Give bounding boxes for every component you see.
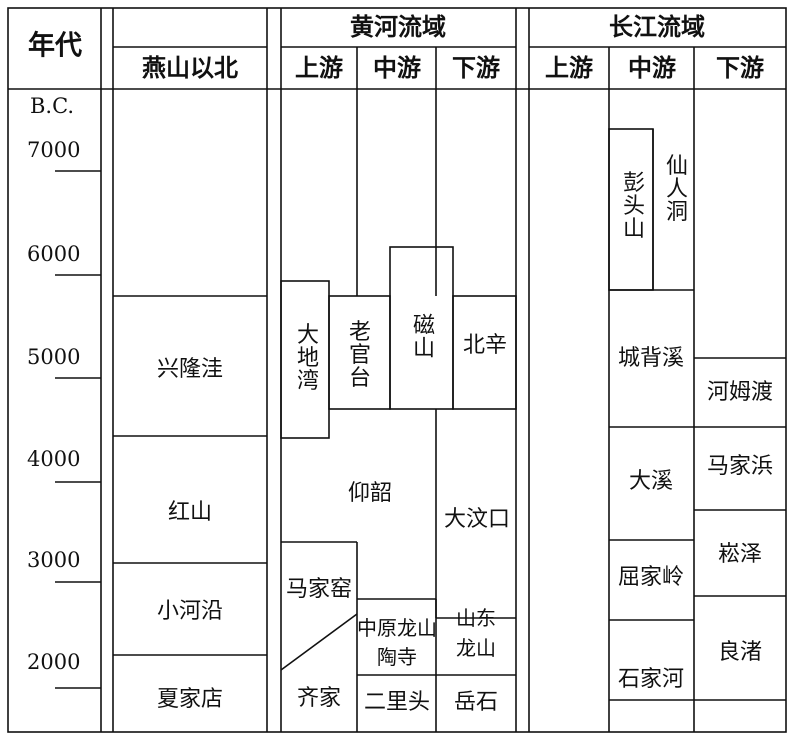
culture-xiaoheyan: 小河沿: [156, 599, 224, 624]
header-era: 年代: [28, 30, 82, 62]
year-label-2000: 2000: [27, 650, 81, 674]
culture-daxi: 大溪: [628, 469, 674, 494]
culture-cishan: 磁山: [409, 313, 434, 359]
culture-beixin: 北辛: [462, 333, 508, 358]
header-yz-middle: 中游: [628, 53, 676, 82]
culture-erlitou: 二里头: [363, 690, 431, 715]
year-label-4000: 4000: [27, 447, 81, 471]
culture-zhongyuan-longshan: 中原龙山: [357, 616, 437, 640]
year-label-5000: 5000: [27, 345, 81, 369]
year-label-3000: 3000: [27, 548, 81, 572]
outer-frame: [7, 7, 787, 733]
culture-shijiahe: 石家河: [617, 667, 685, 692]
culture-qijia: 齐家: [296, 686, 342, 711]
culture-taosi: 陶寺: [377, 645, 417, 669]
year-label-7000: 7000: [27, 138, 81, 162]
culture-hongshan: 红山: [167, 500, 213, 525]
culture-pengtoushan: 彭头山: [619, 170, 644, 240]
culture-songze: 崧泽: [717, 542, 763, 567]
era-label: B.C.: [30, 94, 75, 118]
header-yellow-river: 黄河流域: [350, 12, 446, 41]
culture-yangshao: 仰韶: [347, 481, 393, 506]
culture-qujialing: 屈家岭: [617, 565, 685, 590]
year-label-6000: 6000: [27, 242, 81, 266]
culture-xinglongwa: 兴隆洼: [156, 357, 224, 382]
culture-yueshi: 岳石: [453, 690, 499, 715]
culture-shandong-longshan: 山东龙山: [456, 606, 496, 660]
culture-majiabang: 马家浜: [706, 454, 774, 479]
header-yan-north: 燕山以北: [142, 53, 238, 82]
header-yangtze: 长江流域: [609, 12, 705, 41]
culture-xianrendong: 仙人洞: [662, 153, 687, 223]
culture-laoguantai: 老官台: [345, 319, 370, 389]
culture-chengbeixi: 城背溪: [617, 346, 685, 371]
header-yr-lower: 下游: [452, 53, 500, 82]
year-ticks: [55, 170, 101, 689]
culture-dawenkou: 大汶口: [443, 507, 511, 532]
yellow-river-cells: [280, 89, 517, 732]
yan-north-cells: [113, 295, 267, 656]
culture-majiayao: 马家窑: [285, 577, 353, 602]
header-yr-middle: 中游: [373, 53, 421, 82]
yangtze-cells: [608, 89, 786, 732]
header-yr-upper: 上游: [295, 53, 343, 82]
header-yz-upper: 上游: [545, 53, 593, 82]
culture-liangzhu: 良渚: [717, 640, 763, 665]
culture-dadiwan: 大地湾: [293, 322, 318, 392]
header-rules: [8, 46, 786, 90]
header-yz-lower: 下游: [716, 53, 764, 82]
culture-hemudu: 河姆渡: [706, 380, 774, 405]
culture-xiajiadian: 夏家店: [156, 687, 224, 712]
